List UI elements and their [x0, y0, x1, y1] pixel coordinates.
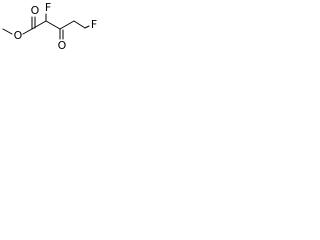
bond-ch2-terminal-fluorine [84, 25, 90, 29]
bond-carbonyl-alpha [31, 20, 47, 30]
bond-methyl-ester-oxygen [2, 28, 13, 35]
bond-ch2-ch2 [73, 20, 86, 29]
atom-label-ester-carbonyl-oxygen: O [31, 4, 40, 17]
bond-ester-oxygen-carbonyl [22, 28, 33, 35]
atom-label-terminal-fluorine: F [91, 18, 97, 31]
atom-label-ester-ether-oxygen: O [14, 29, 23, 42]
bond-ketone-ch2 [59, 20, 75, 30]
molecule-structure: O O F O F [2, 1, 97, 52]
atom-label-alpha-fluorine: F [45, 1, 51, 14]
atom-label-ketone-oxygen: O [58, 39, 67, 52]
bond-alpha-ketone [45, 20, 61, 30]
